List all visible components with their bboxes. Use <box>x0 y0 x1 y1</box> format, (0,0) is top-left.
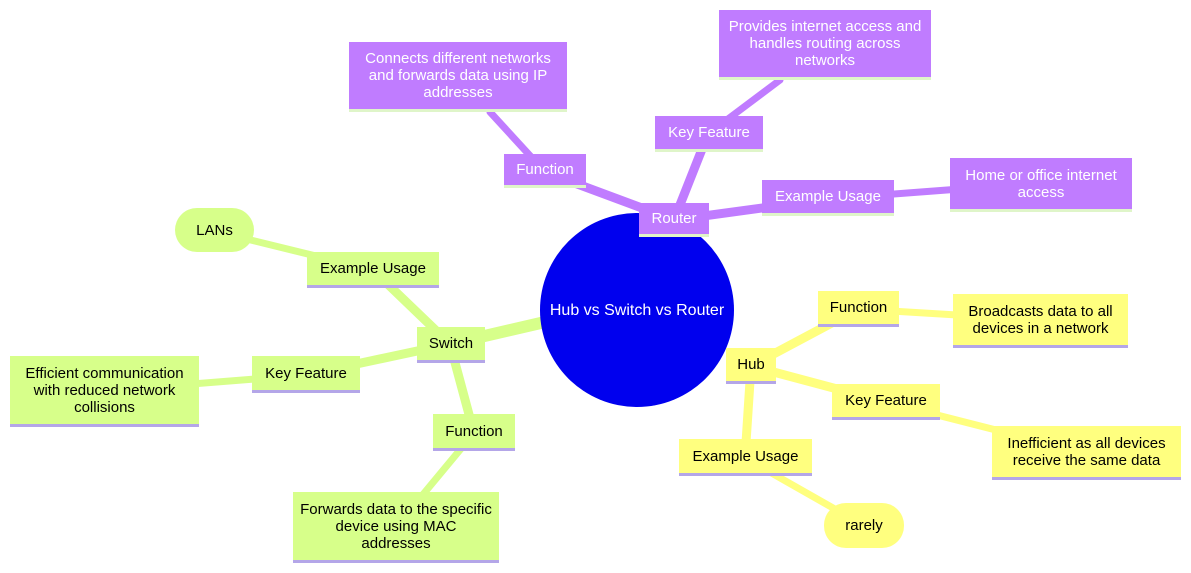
router-keyfeature-detail-node[interactable]: Provides internet access and handles rou… <box>719 10 931 80</box>
switch-example-node[interactable]: Example Usage <box>307 252 439 288</box>
router-keyfeature-node[interactable]: Key Feature <box>655 116 763 152</box>
switch-function-node[interactable]: Function <box>433 414 515 451</box>
switch-keyfeature-label: Key Feature <box>265 364 347 382</box>
router-function-detail-node[interactable]: Connects different networks and forwards… <box>349 42 567 112</box>
hub-example-label: Example Usage <box>692 447 799 465</box>
router-keyfeature-label: Key Feature <box>668 124 750 141</box>
router-node[interactable]: Router <box>639 203 709 237</box>
hub-example-detail-node[interactable]: rarely <box>824 503 904 548</box>
hub-example-detail-text: rarely <box>845 517 883 534</box>
switch-keyfeature-detail-text: Efficient communication with reduced net… <box>25 364 184 416</box>
hub-function-node[interactable]: Function <box>818 291 899 327</box>
hub-function-detail-node[interactable]: Broadcasts data to all devices in a netw… <box>953 294 1128 348</box>
switch-example-detail-node[interactable]: LANs <box>175 208 254 252</box>
switch-function-detail-text: Forwards data to the specific device usi… <box>300 500 492 552</box>
router-example-detail-text: Home or office internet access <box>965 166 1117 201</box>
router-label: Router <box>651 210 697 227</box>
hub-function-label: Function <box>829 299 888 316</box>
router-function-label: Function <box>516 161 574 178</box>
switch-function-label: Function <box>445 422 503 440</box>
hub-keyfeature-detail-node[interactable]: Inefficient as all devices receive the s… <box>992 426 1181 480</box>
hub-example-node[interactable]: Example Usage <box>679 439 812 476</box>
center-node[interactable]: Hub vs Switch vs Router <box>540 213 734 407</box>
router-example-label: Example Usage <box>775 188 881 205</box>
switch-keyfeature-detail-node[interactable]: Efficient communication with reduced net… <box>10 356 199 427</box>
center-label: Hub vs Switch vs Router <box>549 301 725 319</box>
router-function-detail-text: Connects different networks and forwards… <box>365 50 551 101</box>
switch-function-detail-node[interactable]: Forwards data to the specific device usi… <box>293 492 499 563</box>
switch-keyfeature-node[interactable]: Key Feature <box>252 356 360 393</box>
router-keyfeature-detail-text: Provides internet access and handles rou… <box>728 18 922 69</box>
switch-node[interactable]: Switch <box>417 327 485 363</box>
hub-node[interactable]: Hub <box>726 348 776 384</box>
hub-function-detail-text: Broadcasts data to all devices in a netw… <box>968 302 1113 337</box>
hub-keyfeature-detail-text: Inefficient as all devices receive the s… <box>1007 434 1166 469</box>
router-example-detail-node[interactable]: Home or office internet access <box>950 158 1132 212</box>
switch-example-detail-text: LANs <box>196 221 233 239</box>
hub-keyfeature-label: Key Feature <box>845 392 927 409</box>
switch-label: Switch <box>428 335 474 352</box>
hub-keyfeature-node[interactable]: Key Feature <box>832 384 940 420</box>
router-example-node[interactable]: Example Usage <box>762 180 894 216</box>
router-function-node[interactable]: Function <box>504 154 586 188</box>
hub-label: Hub <box>737 356 765 373</box>
switch-example-label: Example Usage <box>320 260 426 277</box>
